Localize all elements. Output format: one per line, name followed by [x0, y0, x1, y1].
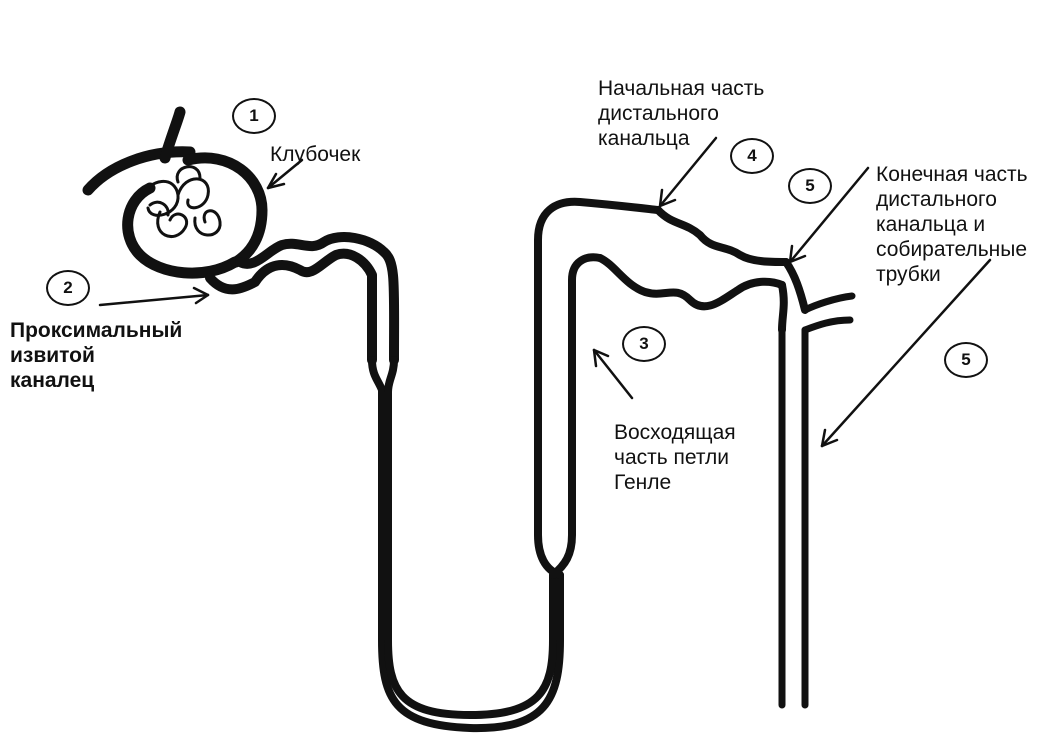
- label-glomerulus: Клубочек: [270, 142, 360, 167]
- arrow-proximal: [100, 295, 208, 305]
- label-ascending-limb: Восходящая часть петли Генле: [614, 420, 736, 495]
- capillary-loops: [140, 167, 220, 237]
- label-proximal-tubule: Проксимальный извитой каналец: [10, 318, 182, 393]
- marker-3: 3: [622, 326, 666, 362]
- bowman-capsule: [88, 112, 262, 273]
- arrow-ascending: [594, 350, 632, 398]
- marker-5-collecting-duct: 5: [944, 342, 988, 378]
- marker-1: 1: [232, 98, 276, 134]
- marker-5-distal-end: 5: [788, 168, 832, 204]
- marker-2: 2: [46, 270, 90, 306]
- label-distal-start: Начальная часть дистального канальца: [598, 76, 764, 151]
- collecting-duct: [782, 296, 852, 705]
- label-distal-end: Конечная часть дистального канальца и со…: [876, 162, 1028, 287]
- distal-tubule: [600, 210, 805, 330]
